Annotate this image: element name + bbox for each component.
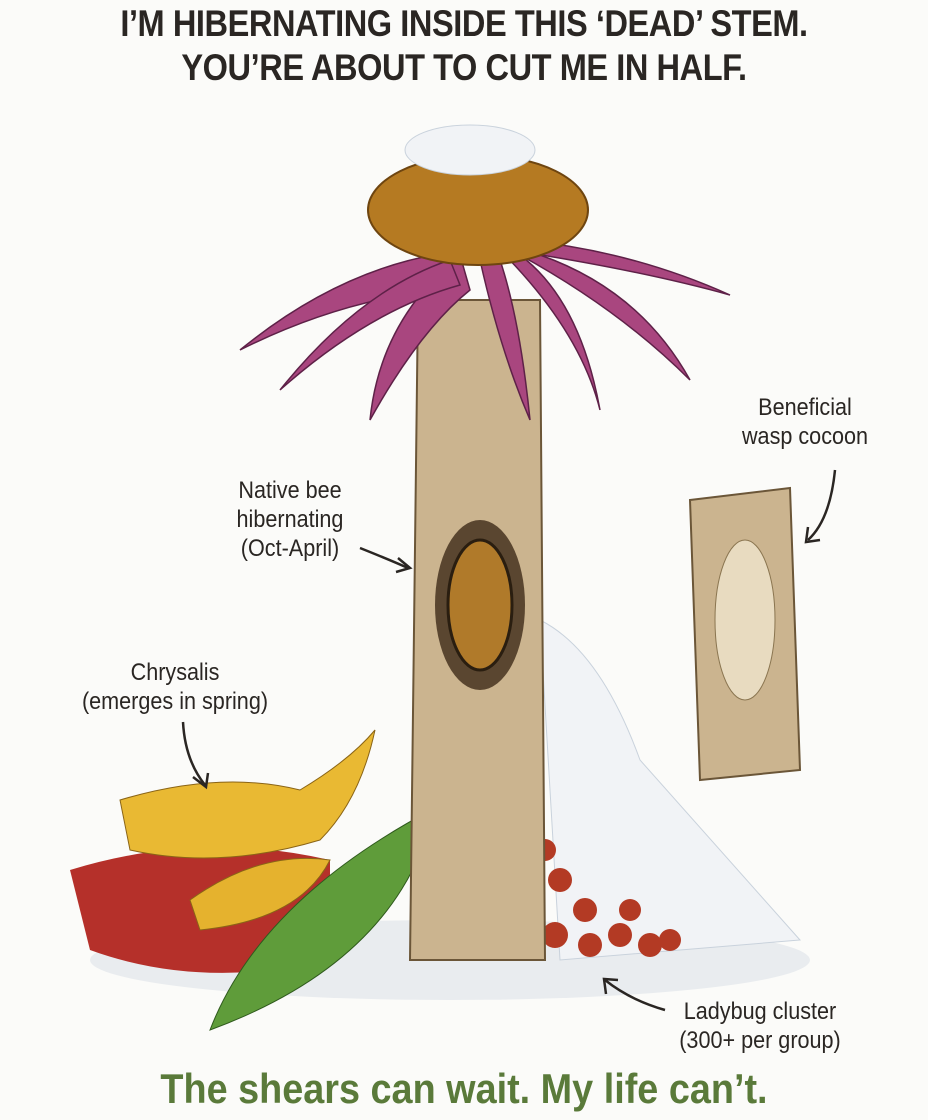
label-line: Beneficial <box>758 394 852 421</box>
label-line: Chrysalis <box>130 659 220 686</box>
native-bee-label: Native bee hibernating (Oct-April) <box>218 476 362 563</box>
footer-tagline: The shears can wait. My life can’t. <box>160 1065 768 1112</box>
label-line: (300+ per group) <box>679 1027 841 1054</box>
snow-drift <box>539 619 802 961</box>
snow-cap <box>404 124 536 176</box>
yellow-leaf-2 <box>189 857 331 931</box>
label-line: hibernating <box>236 506 344 533</box>
label-line: Native bee <box>238 477 342 504</box>
flower-petals <box>239 239 731 421</box>
headline-line-2: YOU’RE ABOUT TO CUT ME IN HALF. <box>181 47 747 88</box>
ladybug-cluster <box>534 839 681 957</box>
ladybug-label: Ladybug cluster (300+ per group) <box>661 997 859 1055</box>
label-line: wasp cocoon <box>741 423 869 450</box>
headline-line-1: I’M HIBERNATING INSIDE THIS ‘DEAD’ STEM. <box>120 3 808 44</box>
wasp-cocoon <box>714 539 776 701</box>
wasp-cocoon-label: Beneficial wasp cocoon <box>738 393 873 451</box>
label-line: Ladybug cluster <box>683 998 837 1025</box>
label-line: (Oct-April) <box>240 535 340 562</box>
yellow-leaf <box>119 729 376 859</box>
pointer-arrows <box>181 469 837 1012</box>
label-line: (emerges in spring) <box>81 688 269 715</box>
chrysalis-label: Chrysalis (emerges in spring) <box>67 658 283 716</box>
bee <box>446 538 514 672</box>
